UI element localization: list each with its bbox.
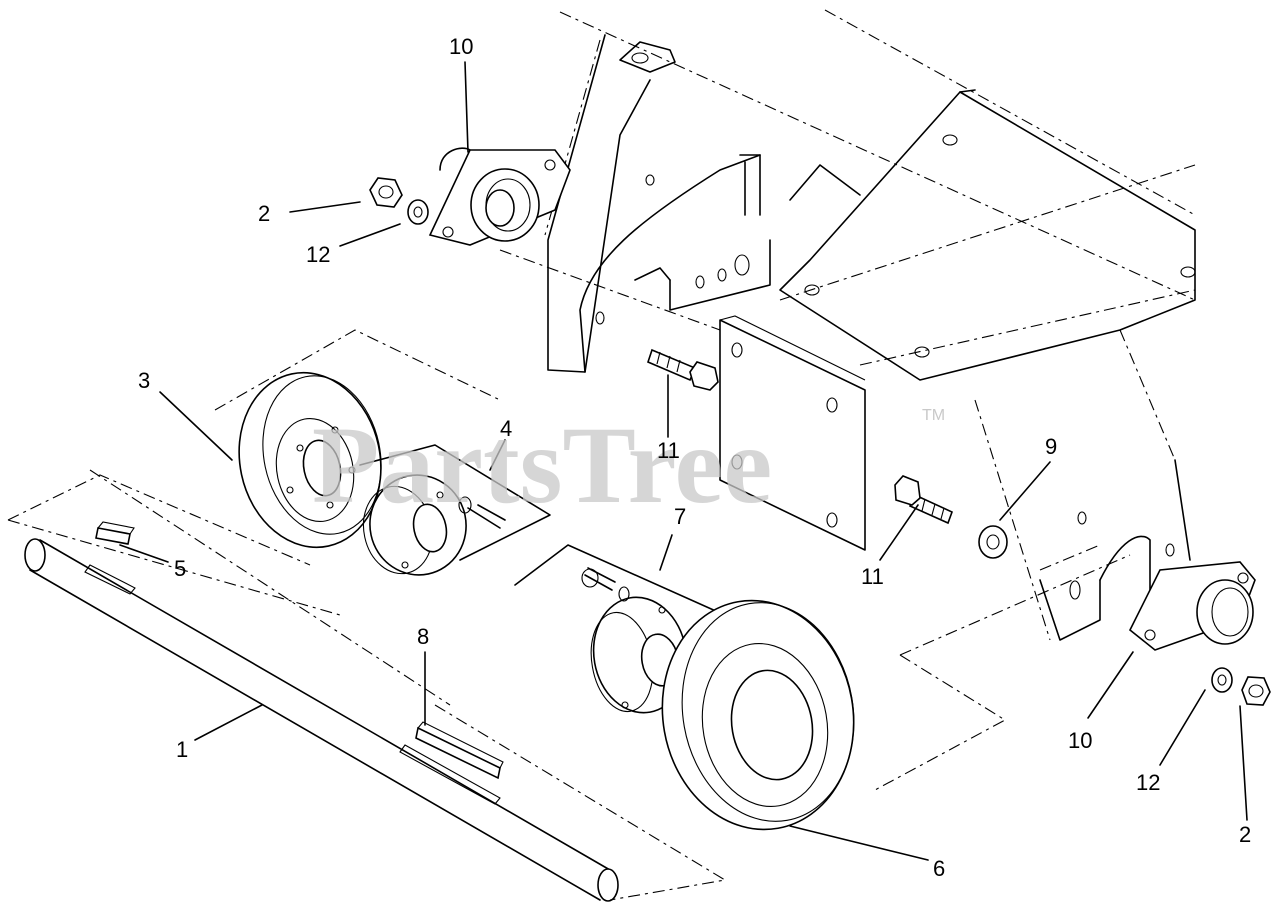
callout-5: 5	[174, 556, 186, 581]
callout-9: 9	[1045, 434, 1057, 459]
watermark: PartsTree TM	[312, 404, 945, 526]
bushing-part	[359, 444, 551, 576]
callouts: 10 2 12 3 4 5 8 1 7 11 11 9 6 10 12 2	[138, 34, 1251, 881]
callout-7: 7	[674, 504, 686, 529]
frame-assembly	[544, 9, 1196, 641]
leader-lines	[119, 61, 1248, 861]
callout-8: 8	[417, 624, 429, 649]
callout-2: 2	[258, 201, 270, 226]
watermark-text: PartsTree	[312, 404, 772, 526]
flange-bearing-part	[428, 147, 1256, 651]
watermark-tm: TM	[922, 407, 945, 424]
callout-10: 10	[449, 34, 473, 59]
shaft-part	[7, 469, 727, 902]
callout-12b: 12	[1136, 770, 1160, 795]
callout-10b: 10	[1068, 728, 1092, 753]
large-pulley-part	[661, 554, 1131, 831]
callout-1: 1	[176, 737, 188, 762]
hardware-parts	[369, 177, 1271, 706]
callout-11b: 11	[861, 564, 884, 589]
callout-12: 12	[306, 242, 330, 267]
small-pulley-part	[214, 329, 501, 549]
callout-4: 4	[500, 416, 512, 441]
callout-6: 6	[933, 856, 945, 881]
key-part	[95, 521, 504, 780]
callout-2b: 2	[1239, 822, 1251, 847]
callout-11: 11	[657, 438, 680, 463]
callout-3: 3	[138, 368, 150, 393]
